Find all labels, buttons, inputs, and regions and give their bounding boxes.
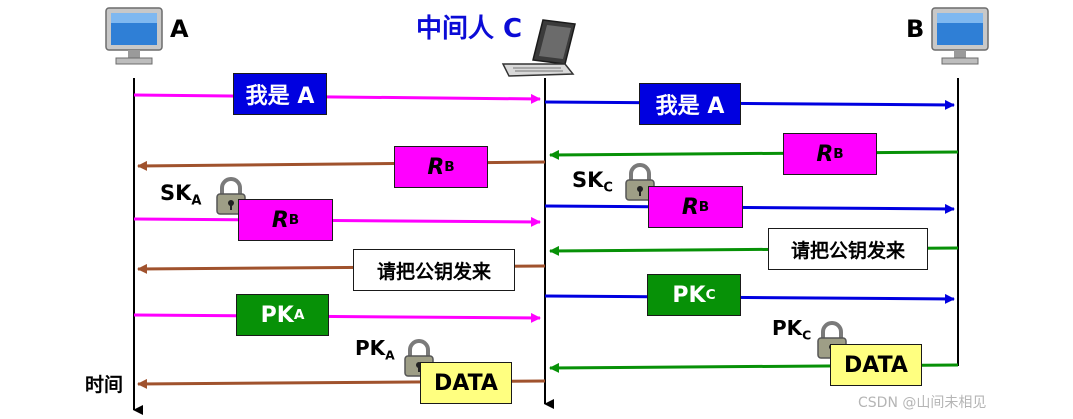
arrow-a-to-c-3: [133, 216, 541, 227]
msg-text: 请把公钥发来: [376, 260, 491, 283]
key-pk: PK: [355, 336, 386, 360]
key-sk-a-label: SKA: [160, 183, 201, 208]
party-b-label: B: [906, 15, 925, 43]
key-sub: C: [705, 287, 716, 303]
msg-i-am-a-right: 我是 A: [639, 83, 741, 125]
key-pk: PK: [260, 302, 294, 328]
nonce-r: R: [816, 141, 834, 167]
key-pk: PK: [672, 282, 706, 308]
watermark: CSDN @山间未相见: [858, 395, 987, 411]
msg-data-encrypted-pk-a: DATA: [420, 362, 512, 404]
nonce-r: R: [271, 207, 289, 233]
nonce-sub: B: [833, 146, 844, 162]
key-pk-a-label: PKA: [355, 338, 395, 362]
msg-text: 请把公钥发来: [790, 239, 905, 262]
key-sub: A: [385, 347, 395, 363]
arrow-a-to-c-5: [133, 312, 541, 323]
arrow-c-to-b-1: [544, 99, 955, 110]
msg-send-public-key-from-b: 请把公钥发来: [768, 228, 928, 270]
msg-send-public-key-to-a: 请把公钥发来: [353, 249, 515, 291]
msg-data-encrypted-pk-c: DATA: [830, 344, 922, 386]
nonce-r: R: [681, 194, 699, 220]
arrow-c-to-b-5: [544, 293, 955, 304]
time-axis-label: 时间: [85, 374, 124, 396]
key-sub: A: [191, 193, 202, 209]
nonce-sub: B: [698, 199, 710, 215]
timelines: [133, 78, 959, 415]
key-sub: A: [293, 307, 305, 323]
computer-monitor-icon: [105, 7, 163, 65]
key-sk-c-label: SKC: [572, 170, 613, 195]
party-c-label: 中间人 C: [416, 14, 523, 44]
key-sk: SK: [572, 168, 604, 192]
key-sub: C: [802, 327, 812, 343]
key-sk: SK: [160, 181, 192, 205]
arrow-b-to-c-2: [549, 149, 959, 160]
padlock-icon: [625, 163, 655, 201]
key-pk-c-label: PKC: [772, 318, 811, 342]
msg-text: 我是 A: [245, 84, 315, 109]
laptop-icon: [501, 19, 576, 77]
key-pk: PK: [772, 316, 803, 340]
party-a-label: A: [170, 15, 189, 43]
nonce-sub: B: [288, 212, 300, 228]
nonce-sub: B: [444, 159, 455, 175]
msg-text: DATA: [844, 352, 908, 378]
msg-text: 我是 A: [655, 94, 725, 119]
key-sub: C: [603, 180, 613, 196]
msg-i-am-a-left: 我是 A: [233, 73, 327, 115]
computer-monitor-icon: [931, 7, 989, 65]
arrow-a-to-c-1: [133, 93, 541, 104]
msg-text: DATA: [434, 370, 498, 396]
arrow-c-to-b-3: [544, 203, 955, 214]
nonce-r: R: [427, 154, 445, 180]
